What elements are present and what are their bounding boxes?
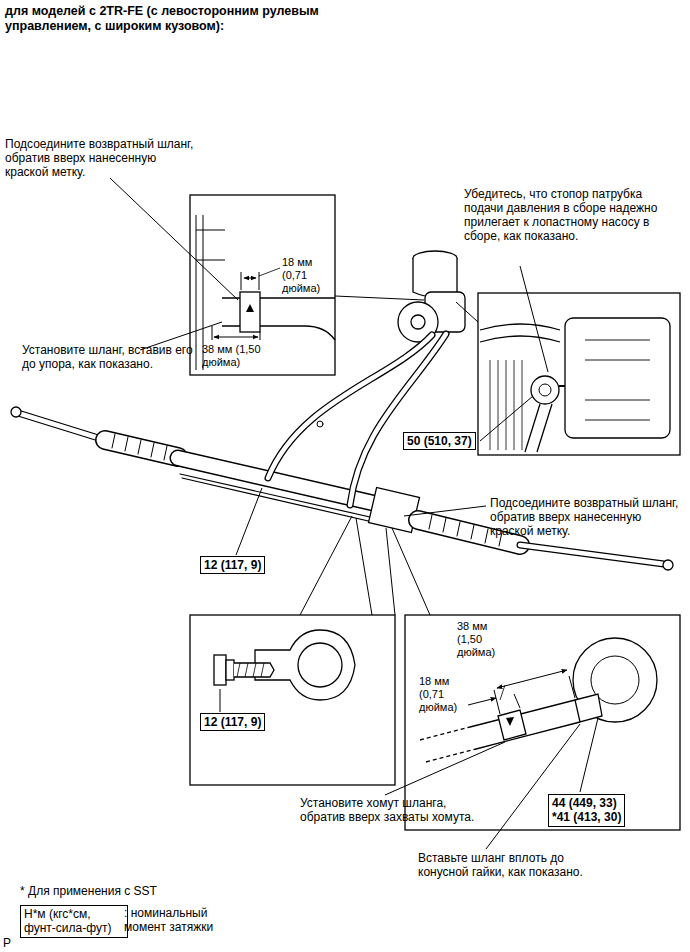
tie-rod <box>18 413 105 440</box>
paint-mark <box>246 304 254 312</box>
tie-rod-end <box>11 407 21 417</box>
leader-line <box>500 685 505 700</box>
torque-value-text: 50 (510, 37) <box>407 434 472 448</box>
inset-frame <box>478 293 680 455</box>
bolt-head <box>214 655 226 685</box>
torque-value-text: 44 (449, 33) <box>552 796 621 810</box>
instruction-note: Подсоедините возвратный шланг, обратив в… <box>490 496 682 538</box>
pressure-hose <box>350 334 446 505</box>
diagram-title: для моделей с 2TR-FE (с левосторонним ру… <box>5 4 350 34</box>
hose-outline <box>470 700 580 749</box>
torque-value: 12 (117, 9) <box>200 556 265 574</box>
page-mark: P <box>3 936 23 950</box>
legend-text: : номинальный момент затяжки <box>124 906 249 934</box>
torque-value: 44 (449, 33)*41 (413, 30) <box>548 794 625 827</box>
bolt-flange <box>226 660 234 680</box>
torque-value: 12 (117, 9) <box>200 713 265 731</box>
inset-pointer <box>335 296 424 300</box>
dimension-extension <box>212 326 260 340</box>
pump-body <box>565 318 670 438</box>
leader-line <box>520 266 548 372</box>
reservoir <box>413 258 457 297</box>
leader-line <box>404 506 486 516</box>
dimension: 38 мм (1,50 дюйма) <box>457 620 503 659</box>
paint-mark <box>506 717 514 726</box>
legend-box: Н*м (кгс*см, фунт-сила-фут) <box>20 905 128 938</box>
instruction-note: Подсоедините возвратный шланг, обратив в… <box>5 137 200 179</box>
bolt-shank <box>234 663 274 677</box>
hose-hidden <box>420 727 476 762</box>
vane-pump <box>398 251 465 342</box>
dimension-line <box>244 278 256 279</box>
dimension: 18 мм (0,71 дюйма) <box>282 256 330 295</box>
dimension-line <box>214 337 258 338</box>
tie-rod-end <box>663 560 673 570</box>
gear-housing <box>573 638 657 722</box>
bracket-fins <box>490 360 522 450</box>
leader-line <box>480 396 533 441</box>
flare-nut <box>575 694 602 722</box>
inset-frame <box>190 615 395 785</box>
tie-rod <box>520 545 664 564</box>
hose-outline <box>480 324 560 330</box>
leader-line <box>486 724 580 849</box>
pump-detail <box>585 340 650 420</box>
torque-value: 50 (510, 37) <box>403 432 476 450</box>
legend-box-text: Н*м (кгс*см, фунт-сила-фут) <box>24 907 124 936</box>
tie-rod <box>520 545 664 564</box>
inset-pointer <box>392 528 430 615</box>
instruction-note: Установите хомут шланга, обратив вверх з… <box>300 796 480 824</box>
hose-outline <box>222 298 335 340</box>
union-bolt <box>539 384 551 396</box>
hose-clamp <box>240 292 260 332</box>
leader-line <box>580 718 598 792</box>
rack-boot <box>105 440 178 457</box>
rack-boot <box>105 440 178 457</box>
dimension: 18 мм (0,71 дюйма) <box>419 675 465 714</box>
pipe-stopper <box>559 385 565 387</box>
pump-inset <box>478 293 680 455</box>
dimension-line <box>497 670 567 688</box>
bolt-thread <box>237 663 264 677</box>
hose-inset <box>190 195 335 375</box>
hose-clamp <box>498 710 526 740</box>
rack-pipe <box>180 474 392 522</box>
inset-pointer <box>456 302 478 322</box>
torque-value-text: *41 (413, 30) <box>552 810 621 824</box>
leader-line <box>110 178 238 300</box>
leader-line <box>385 742 505 795</box>
inset-pointer <box>300 516 352 615</box>
dimension-extension <box>494 676 575 714</box>
hose-outline <box>480 336 560 342</box>
instruction-note: Установите шланг, вставив его до упора, … <box>22 343 197 371</box>
instruction-note: Вставьте шланг вплоть до конусной гайки,… <box>418 851 596 879</box>
pressure-pipe <box>525 404 552 452</box>
torque-value-text: 12 (117, 9) <box>204 558 261 572</box>
footnote: * Для применения с SST <box>20 884 240 898</box>
pulley-hub <box>411 315 425 329</box>
tie-rod <box>18 413 105 440</box>
dimension: 38 мм (1,50 дюйма) <box>202 343 282 369</box>
pressure-hose <box>350 334 446 505</box>
dimension-extension <box>241 272 259 290</box>
inset-pointer <box>386 528 395 615</box>
hose-clamp <box>317 421 323 427</box>
dimension-line <box>468 698 496 705</box>
dimension-extension <box>514 694 520 708</box>
instruction-note: Убедитесь, что стопор патрубка подачи да… <box>464 187 674 244</box>
leader-line <box>236 488 262 555</box>
pressure-port <box>531 376 559 404</box>
torque-value-text: 12 (117, 9) <box>204 715 261 729</box>
rack-pipe <box>182 478 390 526</box>
bracket-inset <box>190 615 395 785</box>
inset-pointer <box>356 518 372 615</box>
bracket-hole <box>298 643 342 687</box>
inset-frame <box>190 195 335 375</box>
boot-ribs <box>112 434 167 460</box>
leader-line <box>259 268 280 276</box>
leader-line <box>220 689 221 712</box>
